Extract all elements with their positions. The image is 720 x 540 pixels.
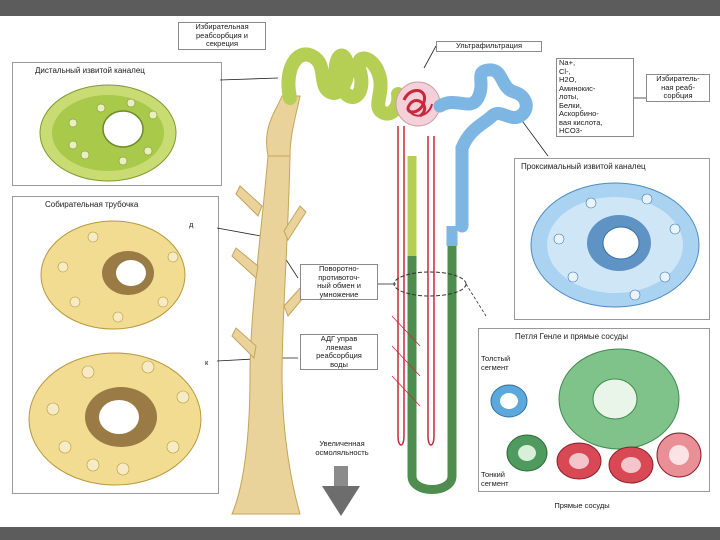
vessel-sections (556, 432, 702, 484)
collecting-duct-section-lower (28, 352, 202, 486)
proximal-tubule-title: Проксимальный извитой каналец (521, 162, 646, 171)
collecting-duct-cross-sections (28, 220, 202, 486)
glomerulus (395, 81, 441, 127)
marker-d: д (189, 220, 194, 229)
marker-k: к (205, 358, 209, 367)
vasa-recta-label: Прямые сосуды (554, 501, 610, 510)
nephron-main-drawing (216, 45, 648, 516)
collecting-duct-section-upper (40, 220, 186, 330)
henle-vasa-panel: Петля Генле и прямые сосуды Толстый сегм… (478, 328, 710, 492)
vasa-recta (391, 126, 435, 446)
henle-cross-sections (490, 348, 702, 484)
proximal-tubule-drawing (433, 63, 533, 233)
distal-tubule-cross-section (39, 84, 177, 182)
distal-tubule-panel: Дистальный извитой каналец (12, 62, 222, 186)
large-tubule-section (558, 348, 680, 450)
distal-tubule-title: Дистальный извитой каналец (35, 66, 145, 75)
nephron-diagram: Дистальный извитой каналец Собирательная… (0, 16, 720, 527)
adh-label: АДГ управ ляемая реабсорбция воды (300, 334, 378, 370)
selective-reabsorption-label: Избиратель- ная реаб- сорбция (646, 74, 710, 102)
collecting-duct-title: Собирательная трубочка (45, 200, 139, 209)
henle-vasa-title: Петля Генле и прямые сосуды (515, 332, 628, 341)
thin-segment-tube (506, 434, 548, 472)
proximal-tubule-panel: Проксимальный извитой каналец (514, 158, 710, 320)
ultrafiltration-label: Ультрафильтрация (436, 41, 542, 52)
filtrate-components-label: Na+, Cl-, H2O, Аминокис- лоты, Белки, Ас… (556, 58, 634, 137)
top-bar (0, 0, 720, 16)
collecting-duct-panel: Собирательная трубочка д к (12, 196, 219, 494)
countercurrent-label: Поворотно- противоточ- ный обмен и умнож… (300, 264, 378, 300)
thick-segment-tube (490, 384, 528, 418)
distal-tubule-drawing (281, 47, 406, 121)
reabsorption-secretion-label: Избирательная реабсорбция и секреция (178, 22, 266, 50)
thin-segment-label: Тонкий сегмент (481, 470, 509, 488)
thick-segment-label: Толстый сегмент (481, 354, 511, 372)
proximal-tubule-cross-section (530, 182, 700, 308)
bottom-bar (0, 527, 720, 540)
osmolality-label: Увеличенная осмоляльность (315, 439, 369, 457)
loop-of-henle (407, 156, 458, 494)
osmolality-arrow (322, 466, 360, 516)
